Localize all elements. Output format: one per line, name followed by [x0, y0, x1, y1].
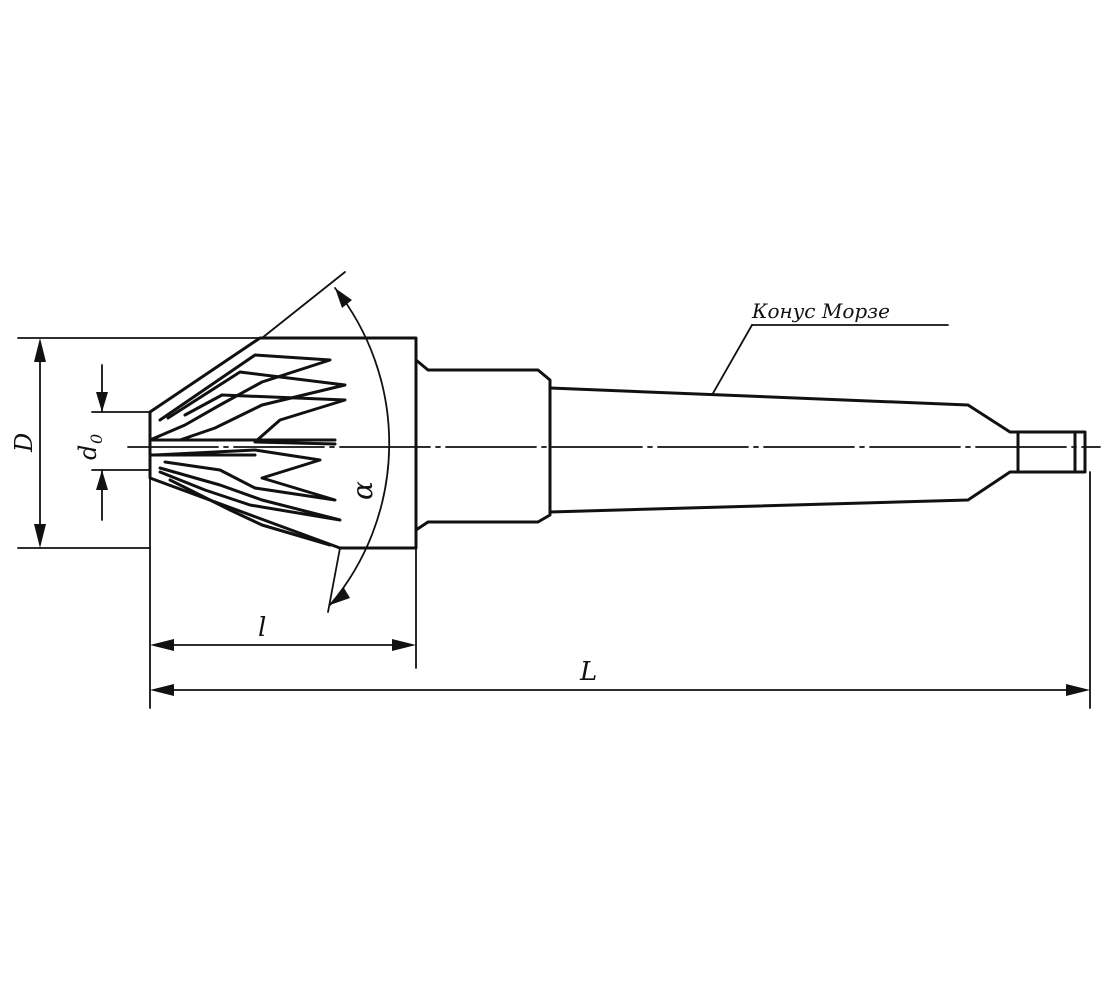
morse-taper-callout: Конус Морзе	[711, 299, 949, 396]
d-arrow-bottom	[34, 524, 46, 548]
d0-arrow-bottom	[96, 470, 108, 490]
dimension-l: l	[149, 477, 417, 709]
alpha-arrow-top	[335, 288, 352, 308]
dimension-d0: d 0	[74, 364, 151, 521]
alpha-arrow-bottom	[330, 588, 350, 605]
alpha-label: α	[346, 481, 379, 500]
cutting-head	[148, 336, 418, 550]
d0-subscript: 0	[87, 434, 106, 444]
L-label: L	[579, 657, 597, 687]
alpha-ext-top	[261, 271, 346, 339]
morse-taper-shank	[548, 386, 1087, 514]
leader-line	[711, 324, 753, 396]
morse-taper-label: Конус Морзе	[751, 299, 890, 323]
tooth-upper-3	[183, 393, 347, 446]
dimension-L: L	[150, 471, 1091, 709]
l-arrow-right	[392, 639, 416, 651]
tooth-upper-1	[148, 353, 332, 442]
alpha-ext-bottom	[327, 547, 341, 613]
d0-label: d	[74, 445, 102, 460]
alpha-arc	[329, 287, 391, 606]
tooth-upper-2	[166, 370, 347, 442]
d-arrow-top	[34, 338, 46, 362]
neck-outline	[414, 358, 552, 532]
tooth-lower-1	[153, 448, 337, 502]
L-arrow-left	[150, 684, 174, 696]
dimension-D: D	[10, 337, 417, 549]
d0-arrow-top	[96, 392, 108, 412]
L-arrow-right	[1066, 684, 1090, 696]
tooth-lower-3	[168, 478, 332, 547]
tooth-lower-2	[158, 466, 342, 522]
dimension-alpha: α	[261, 271, 391, 613]
d-label: D	[10, 433, 38, 453]
l-arrow-left	[150, 639, 174, 651]
l-label: l	[258, 613, 266, 643]
